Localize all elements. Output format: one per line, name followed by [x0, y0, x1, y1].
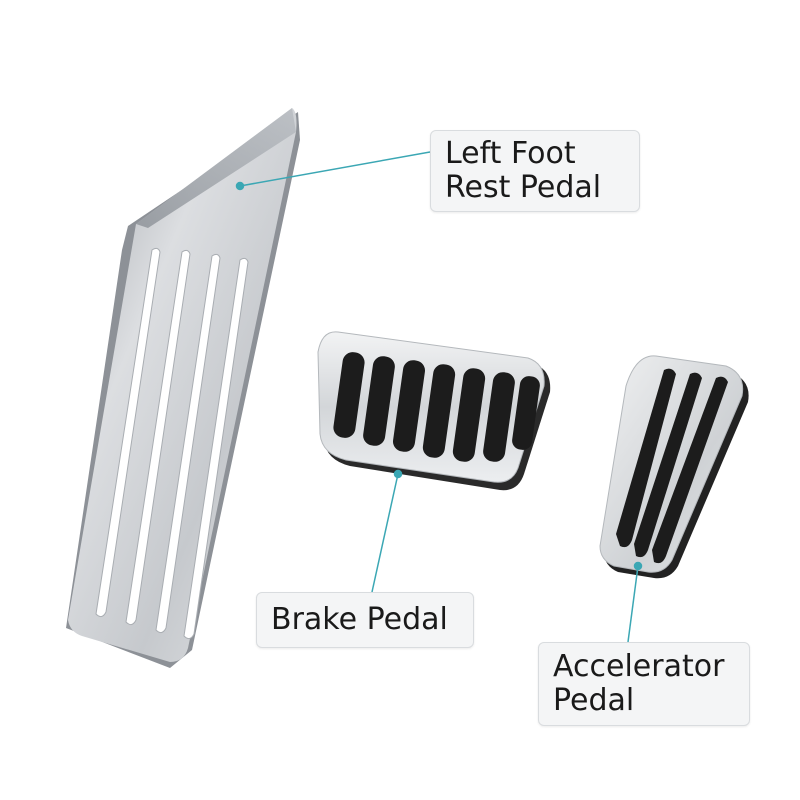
leader-line-left-foot-rest — [239, 151, 431, 187]
leader-line-brake — [371, 473, 399, 593]
leader-lines — [235, 151, 643, 643]
left-foot-rest-label-line2: Rest Pedal — [445, 170, 602, 205]
leader-dot-accelerator — [633, 561, 643, 571]
accelerator-pedal-label: Accelerator Pedal — [538, 642, 750, 726]
brake-pedal-label: Brake Pedal — [256, 592, 474, 648]
leader-dot-left-foot-rest — [235, 181, 245, 191]
accelerator-pedal-image — [599, 355, 749, 579]
brake-label-line1: Brake Pedal — [271, 602, 448, 637]
left-foot-rest-pedal-label: Left Foot Rest Pedal — [430, 130, 640, 212]
brake-pedal-image — [317, 331, 551, 491]
leader-dot-brake — [393, 469, 403, 479]
accelerator-label-line2: Pedal — [553, 683, 635, 718]
leader-line-accelerator — [627, 565, 639, 643]
left-foot-rest-pedal-image — [66, 108, 300, 668]
left-foot-rest-label-line1: Left Foot — [445, 136, 576, 171]
accelerator-label-line1: Accelerator — [553, 649, 725, 684]
